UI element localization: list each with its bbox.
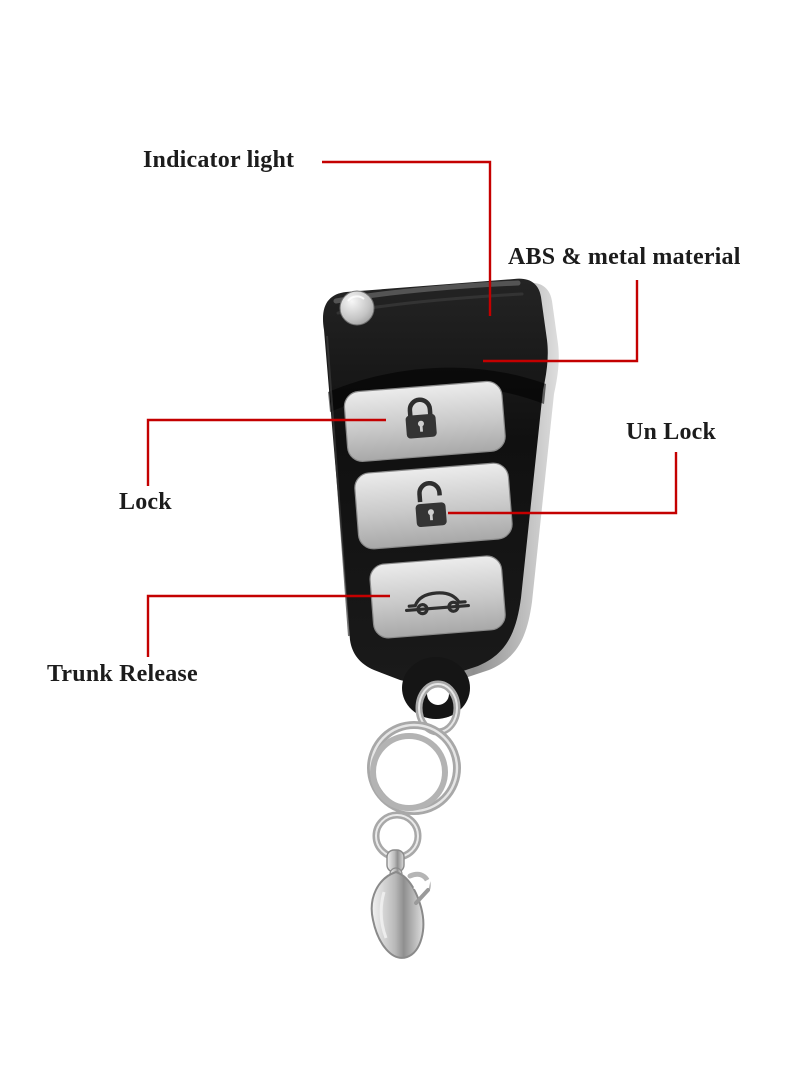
lock-button[interactable] bbox=[343, 380, 506, 462]
annotation-line-lock bbox=[146, 418, 386, 486]
closed-padlock-icon bbox=[405, 397, 437, 439]
open-padlock-icon bbox=[415, 481, 447, 528]
label-un-lock: Un Lock bbox=[626, 419, 717, 445]
key-fob-illustration bbox=[322, 278, 559, 959]
annotation-line-trunk-release bbox=[146, 594, 390, 657]
annotation-line-abs-metal bbox=[483, 280, 639, 363]
annotation-line-indicator-light bbox=[322, 160, 492, 316]
trunk-button[interactable] bbox=[369, 555, 506, 639]
car-icon bbox=[404, 591, 470, 616]
label-indicator-light: Indicator light bbox=[143, 147, 295, 173]
unlock-button[interactable] bbox=[354, 462, 513, 550]
label-lock: Lock bbox=[119, 489, 172, 515]
body-seam bbox=[328, 367, 546, 412]
label-abs-metal-material: ABS & metal material bbox=[508, 244, 741, 270]
pivot-screw bbox=[339, 290, 375, 326]
annotation-lines bbox=[146, 160, 678, 657]
annotation-line-un-lock bbox=[448, 452, 678, 515]
left-edge-light bbox=[326, 335, 350, 637]
label-trunk-release: Trunk Release bbox=[47, 661, 198, 687]
lobster-clasp bbox=[370, 849, 431, 959]
